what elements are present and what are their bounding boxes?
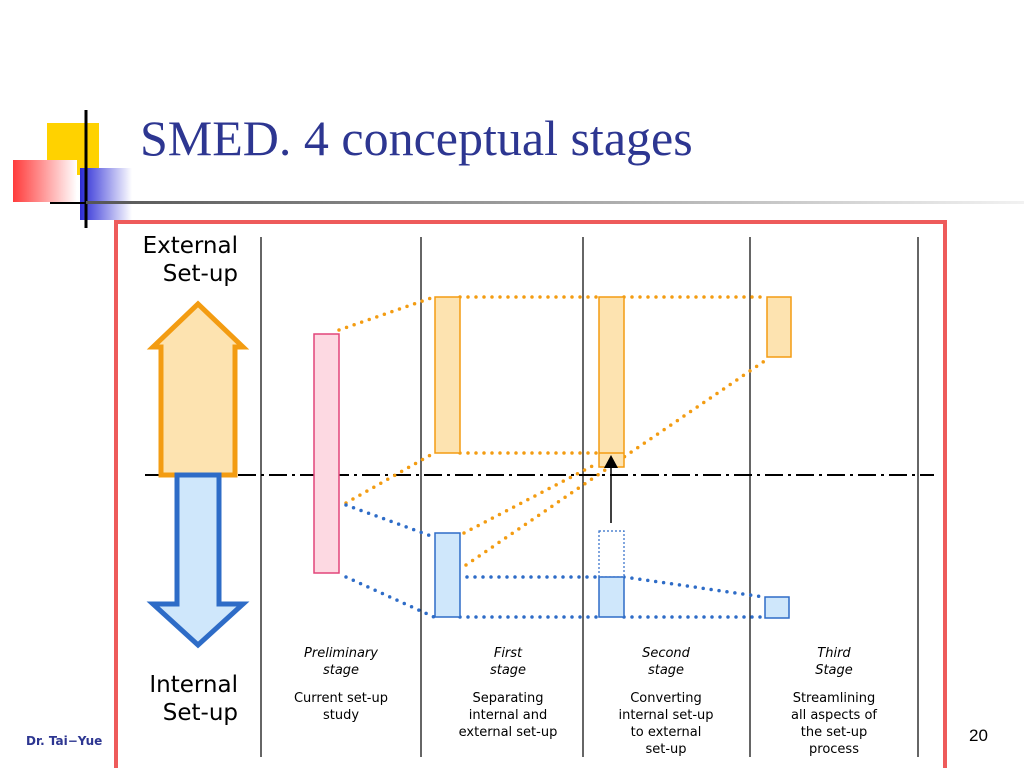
external-label-line: External [142, 233, 238, 259]
external-up-arrow [146, 300, 250, 478]
first-stage-internal-bar [434, 532, 461, 618]
stage-desc-line: external set-up [458, 725, 558, 740]
stage-desc-third: Streamlining all aspects of the set-up p… [754, 690, 914, 758]
footer-author: Dr. Tai−Yue [26, 734, 103, 748]
external-label-line: Set-up [162, 261, 238, 287]
stage-name-line: stage [647, 663, 685, 678]
second-stage-converted-outline [598, 530, 625, 578]
stage-desc-second: Converting internal set-up to external s… [586, 690, 746, 758]
stage-desc-line: set-up [645, 742, 687, 757]
diagram-frame [114, 220, 947, 768]
stage-desc-line: Separating [472, 691, 544, 706]
stage-name-line: First [493, 646, 523, 661]
stage-desc-line: internal set-up [618, 708, 714, 723]
decor-red-square [13, 160, 77, 202]
stage-desc-preliminary: Current set-up study [261, 690, 421, 724]
internal-label-line: Set-up [162, 700, 238, 726]
internal-connectors [344, 503, 766, 619]
stage-name-line: Second [642, 646, 690, 661]
stage-desc-line: Converting [630, 691, 702, 706]
stage-name-line: stage [322, 663, 360, 678]
second-stage-internal-bar [598, 576, 625, 618]
stage-separators [260, 237, 919, 757]
slide-title: SMED. 4 conceptual stages [140, 110, 693, 166]
internal-setup-label: Internal Set-up [118, 671, 238, 727]
internal-label-line: Internal [149, 672, 238, 698]
connector [622, 575, 766, 599]
first-stage-external-bar [434, 296, 461, 454]
page-number: 20 [969, 726, 988, 745]
connector [344, 503, 436, 539]
stage-desc-first: Separating internal and external set-up [428, 690, 588, 741]
stage-name-second: Second stage [586, 645, 746, 679]
stage-desc-line: study [322, 708, 360, 723]
decor-blue-square [80, 168, 132, 220]
stage-name-preliminary: Preliminary stage [261, 645, 421, 679]
stage-desc-line: to external [630, 725, 702, 740]
stage-name-line: Stage [815, 663, 853, 678]
stage-name-first: First stage [428, 645, 588, 679]
second-stage-external-bar [598, 296, 625, 468]
external-setup-label: External Set-up [118, 232, 238, 288]
stage-name-line: Preliminary [304, 646, 378, 661]
connector [344, 451, 436, 505]
third-stage-internal-bar [764, 596, 790, 619]
internal-down-arrow [146, 472, 250, 649]
conversion-arrow-head [604, 455, 618, 468]
connector [464, 358, 768, 567]
stage-name-line: Third [817, 646, 851, 661]
connector [344, 575, 436, 619]
stage-desc-line: Streamlining [792, 691, 876, 706]
external-connectors [337, 295, 768, 567]
stage-name-third: Third Stage [754, 645, 914, 679]
stage-desc-line: Current set-up [293, 691, 388, 706]
stage-name-line: stage [489, 663, 527, 678]
preliminary-setup-bar [313, 333, 340, 574]
stage-desc-line: all aspects of [791, 708, 877, 723]
stage-desc-line: process [809, 742, 859, 757]
connector [462, 461, 600, 535]
title-rule [86, 201, 1024, 204]
stage-desc-line: the set-up [800, 725, 868, 740]
decor-logo [13, 110, 132, 228]
third-stage-external-bar [766, 296, 792, 358]
stage-desc-line: internal and [468, 708, 548, 723]
connector [337, 295, 436, 332]
